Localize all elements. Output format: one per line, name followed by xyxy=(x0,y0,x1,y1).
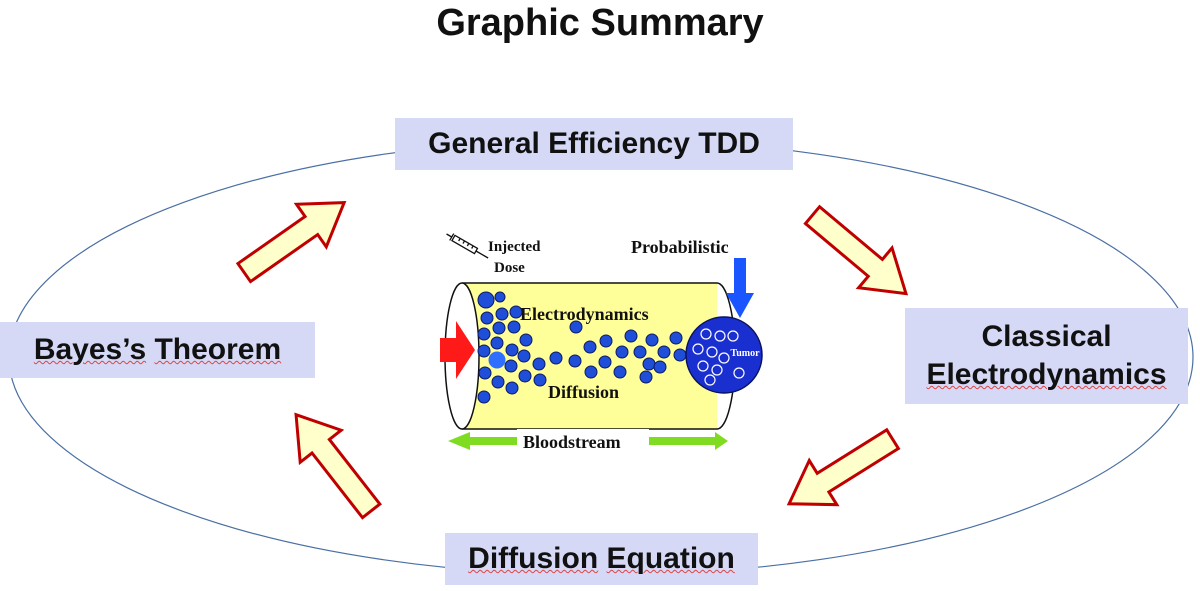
node-classical-line1: Classical xyxy=(981,320,1112,353)
node-classical-line2: Electrodynamics xyxy=(926,358,1167,391)
diffusion-label: Diffusion xyxy=(548,382,619,402)
bloodstream-label: Bloodstream xyxy=(523,432,621,452)
node-general-efficiency-tdd: General Efficiency TDD xyxy=(395,118,793,170)
arrow-to-top xyxy=(235,201,347,284)
tumor xyxy=(685,316,763,394)
node-diffusion-word1: Diffusion xyxy=(468,542,599,575)
tumor-label: Tumor xyxy=(730,348,760,359)
node-classical-electrodynamics: Classical Electrodynamics xyxy=(905,308,1188,404)
arrow-to-right xyxy=(803,204,909,296)
node-bayes-word2: Theorem xyxy=(154,333,282,366)
node-general-efficiency-tdd-label: General Efficiency TDD xyxy=(428,127,760,160)
probabilistic-label: Probabilistic xyxy=(631,237,729,257)
node-bayes-theorem: Bayes’s Theorem xyxy=(0,322,315,378)
node-diffusion-word2: Equation xyxy=(606,542,735,575)
arrow-to-left xyxy=(294,412,382,520)
bloodstream-label-bg xyxy=(517,429,649,453)
syringe-icon xyxy=(446,233,489,259)
inflow-arrow xyxy=(440,321,475,379)
probabilistic-arrow xyxy=(726,258,754,318)
node-bayes-word1: Bayes’s xyxy=(33,333,147,366)
injected-label-line1: Injected xyxy=(488,239,541,255)
node-diffusion-equation: Diffusion Equation xyxy=(445,533,758,585)
page-title: Graphic Summary xyxy=(436,2,764,44)
injected-label-line2: Dose xyxy=(494,260,525,276)
electrodynamics-label: Electrodynamics xyxy=(520,304,649,324)
arrow-to-bottom xyxy=(786,427,901,507)
particles xyxy=(477,291,687,404)
